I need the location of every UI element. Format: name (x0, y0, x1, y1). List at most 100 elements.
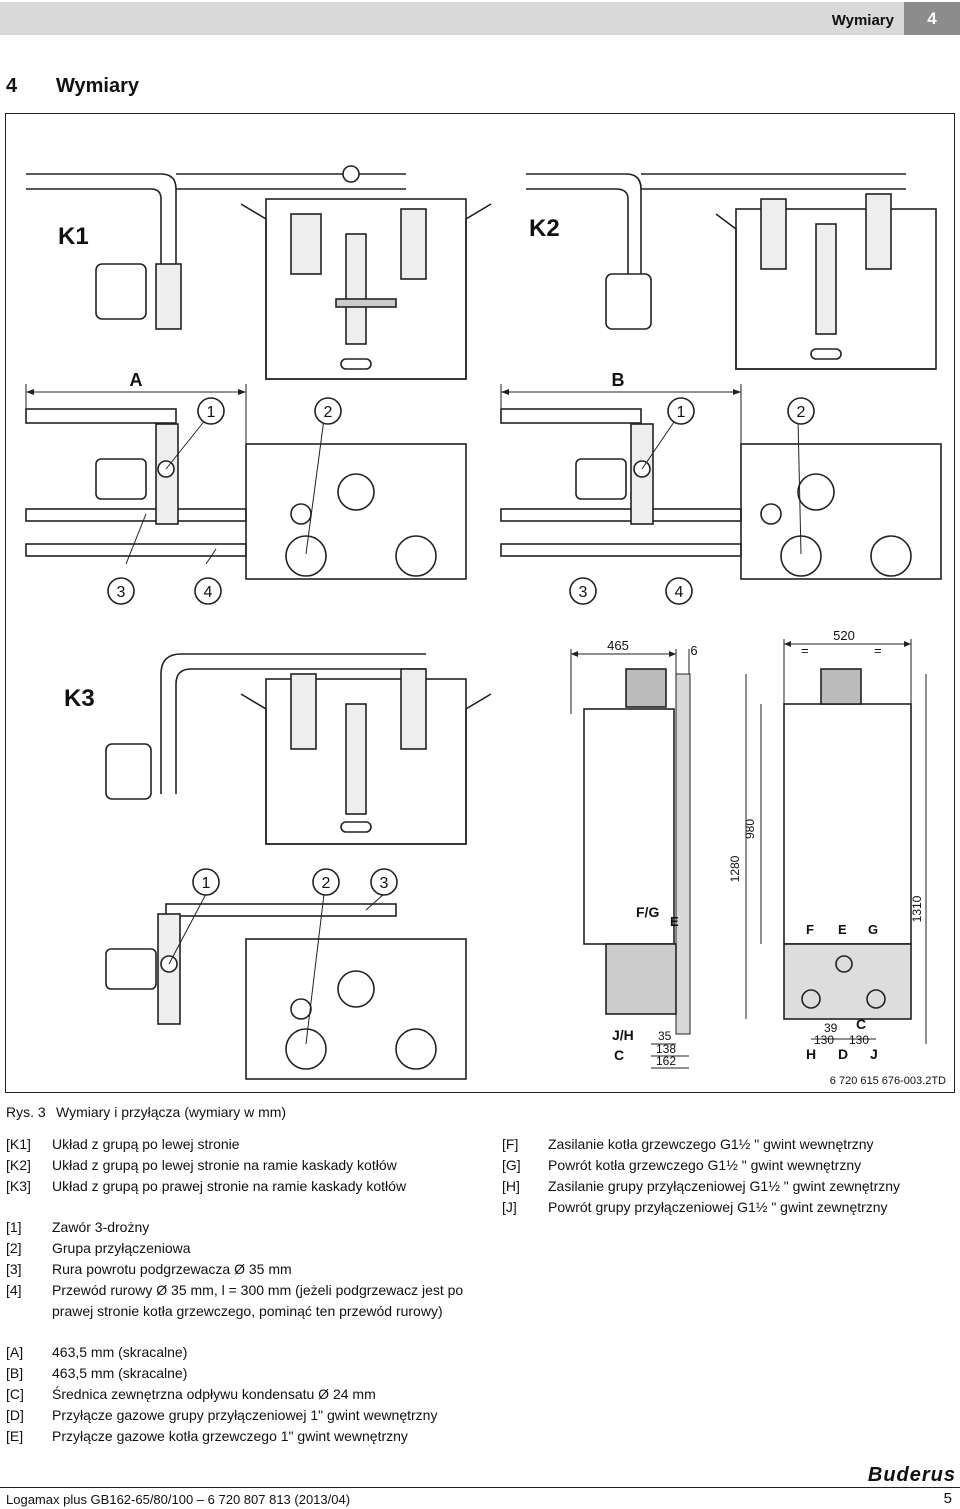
legend-row: [K1] Układ z grupą po lewej stronie (6, 1134, 476, 1155)
legend-text: Powrót kotła grzewczego G1½ " gwint wewn… (548, 1157, 862, 1173)
legend-text: Grupa przyłączeniowa (52, 1240, 191, 1256)
legend-key: [H] (502, 1178, 520, 1194)
legend-key: [1] (6, 1219, 22, 1235)
legend-key: [K2] (6, 1157, 31, 1173)
k3-front-view: 1 2 3 (105, 868, 467, 1080)
dim-6: 6 (690, 643, 697, 658)
label-k2: K2 (529, 215, 560, 242)
legend-right: [F] Zasilanie kotła grzewczego G1½ " gwin… (502, 1134, 942, 1218)
footer-divider (0, 1487, 960, 1488)
conn-g: G (868, 922, 878, 937)
dim-b-label: B (612, 370, 625, 390)
boiler-side-view: 465 6 F/G E J/H C 35 138 162 (570, 638, 698, 1069)
k2-front-view: B 1 2 3 4 (500, 370, 942, 605)
legend-row: [E]Przyłącze gazowe kotła grzewczego 1" … (6, 1426, 476, 1447)
legend-key: [J] (502, 1199, 517, 1215)
conn-jh: J/H (612, 1027, 634, 1043)
dim-465: 465 (607, 638, 629, 653)
legend-key: [C] (6, 1386, 24, 1402)
legend-key: [4] (6, 1282, 22, 1298)
legend-row: [J] Powrót grupy przyłączeniowej G1½ " gw… (502, 1197, 942, 1218)
legend-key: [3] (6, 1261, 22, 1277)
legend-text: Przyłącze gazowe grupy przyłączeniowej 1… (52, 1407, 438, 1423)
legend-text: Przewód rurowy Ø 35 mm, l = 300 mm (jeże… (52, 1282, 464, 1319)
legend-row: [3] Rura powrotu podgrzewacza Ø 35 mm (6, 1259, 476, 1280)
dim-1280: 1280 (728, 855, 742, 882)
legend-key: [K1] (6, 1136, 31, 1152)
legend-text: 463,5 mm (skracalne) (52, 1365, 188, 1381)
legend-row: [D] Przyłącze gazowe grupy przyłączeniowe… (6, 1405, 476, 1426)
legend-text: Układ z grupą po lewej stronie (52, 1136, 240, 1152)
k2-top-view: K2 (526, 173, 937, 370)
callout-3: 3 (117, 584, 126, 601)
page-number: 5 (943, 1490, 952, 1507)
legend-text: Zawór 3-drożny (52, 1219, 150, 1235)
legend-row: [2] Grupa przyłączeniowa (6, 1238, 476, 1259)
callout-2-c: 2 (322, 875, 331, 892)
dim-39: 39 (824, 1021, 838, 1035)
legend-text: Układ z grupą po prawej stronie na ramie… (52, 1178, 407, 1194)
legend-text: Zasilanie kotła grzewczego G1½ " gwint w… (548, 1136, 874, 1152)
label-k1: K1 (58, 223, 89, 250)
dim-138: 138 (656, 1042, 676, 1056)
brand-logo: Buderus (867, 1464, 956, 1486)
callout-4: 4 (204, 584, 213, 601)
section-heading: Wymiary (56, 75, 140, 97)
conn-e-front: E (838, 922, 847, 937)
k3-top-view: K3 (64, 653, 492, 845)
legend-row: [B]463,5 mm (skracalne) (6, 1363, 476, 1384)
legend-row: [K2]Układ z grupą po lewej stronie na ra… (6, 1155, 476, 1176)
boiler-front-view: 520 = = F E G 980 1280 1310 39 C 130 130… (728, 628, 927, 1062)
callout-4-b: 4 (675, 584, 684, 601)
technical-drawing: K1 K2 A (25, 165, 946, 1087)
callout-2-b: 2 (797, 404, 806, 421)
legend-row: [C] Średnica zewnętrzna odpływu kondensat… (6, 1384, 476, 1405)
dim-162: 162 (656, 1054, 676, 1068)
header-bar: Wymiary 4 (0, 2, 960, 35)
dim-1310: 1310 (910, 895, 924, 922)
dim-520: 520 (833, 628, 855, 643)
legend-key: [K3] (6, 1178, 31, 1194)
legend-row: [F] Zasilanie kotła grzewczego G1½ " gwin… (502, 1134, 942, 1155)
legend-row: [G]Powrót kotła grzewczego G1½ " gwint w… (502, 1155, 942, 1176)
callout-3-c: 3 (380, 875, 389, 892)
legend-text: Rura powrotu podgrzewacza Ø 35 mm (52, 1261, 292, 1277)
legend-text: Zasilanie grupy przyłączeniowej G1½ " gw… (548, 1178, 901, 1194)
footer-doc-info: Logamax plus GB162-65/80/100 – 6 720 807… (6, 1492, 351, 1507)
callout-2: 2 (324, 404, 333, 421)
legend-key: [F] (502, 1136, 519, 1152)
legend-key: [D] (6, 1407, 24, 1423)
conn-h: H (806, 1046, 816, 1062)
legend-key: [A] (6, 1344, 24, 1360)
caption-prefix: Rys. 3 (6, 1104, 46, 1120)
section-number: 4 (6, 75, 18, 97)
legend-key: [2] (6, 1240, 22, 1256)
dimensions-figure: K1 K2 A (5, 113, 955, 1093)
legend-row: [4] Przewód rurowy Ø 35 mm, l = 300 mm (j… (6, 1280, 476, 1322)
chapter-number-badge: 4 (904, 2, 960, 35)
legend-text: Średnica zewnętrzna odpływu kondensatu Ø… (52, 1386, 376, 1402)
legend-text: Powrót grupy przyłączeniowej G1½ " gwint… (548, 1199, 888, 1215)
header-title: Wymiary (831, 12, 894, 29)
section-title: 4 Wymiary (6, 75, 139, 98)
dim-130-right: 130 (849, 1033, 869, 1047)
dim-980: 980 (743, 819, 757, 839)
conn-c-front: C (856, 1016, 866, 1032)
label-k3: K3 (64, 685, 95, 712)
dim-a-label: A (130, 370, 143, 390)
dim-130-left: 130 (814, 1033, 834, 1047)
conn-e: E (670, 914, 679, 929)
k1-front-view: A 1 2 3 4 (25, 370, 467, 605)
figure-ref-code: 6 720 615 676-003.2TD (830, 1075, 946, 1087)
legend-text: Przyłącze gazowe kotła grzewczego 1" gwi… (52, 1428, 408, 1444)
legend-text: 463,5 mm (skracalne) (52, 1344, 188, 1360)
legend-row: [1] Zawór 3-drożny (6, 1217, 476, 1238)
legend-row: [K3] Układ z grupą po prawej stronie na r… (6, 1176, 476, 1197)
callout-3-b: 3 (579, 584, 588, 601)
conn-j: J (870, 1046, 878, 1062)
dim-eq-right: = (874, 643, 882, 658)
callout-1-b: 1 (677, 404, 686, 421)
legend-row: [A] 463,5 mm (skracalne) (6, 1342, 476, 1363)
conn-fg: F/G (636, 904, 659, 920)
